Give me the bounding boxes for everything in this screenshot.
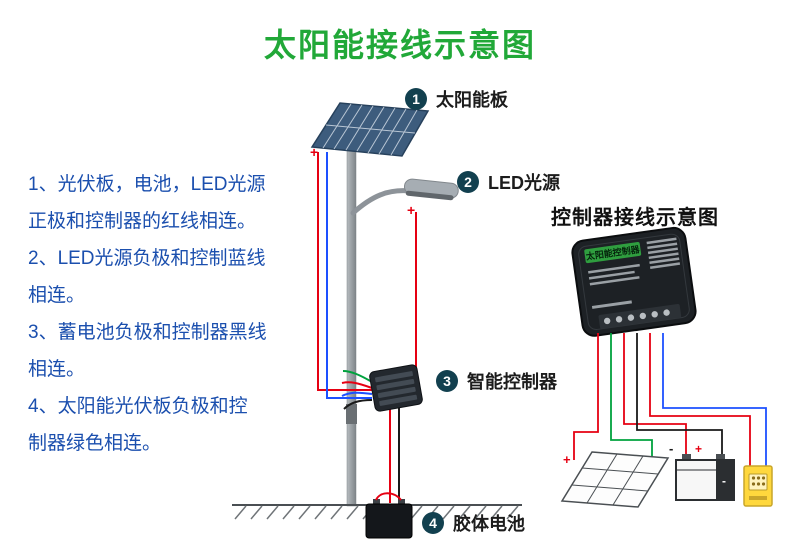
device-label-plate: [584, 241, 642, 264]
wire-black-to-battery: [636, 333, 723, 456]
instruction-line-4: 4、太阳能光伏板负极和控: [28, 396, 248, 417]
instruction-line-1b: 正极和控制器的红线相连。: [28, 211, 257, 232]
wire-blue-panel-to-controller: [326, 152, 372, 399]
solar-panel-grid: [322, 103, 418, 156]
led-lamp: [350, 178, 459, 216]
wire-red-lamp-to-controller: [407, 212, 417, 377]
controller-output-wires: [573, 333, 767, 466]
controller-wiring-diagram: 太阳能控制器: [560, 226, 773, 508]
callout-4-label: 胶体电池: [453, 514, 525, 534]
controller-wire-bundle: [341, 370, 373, 410]
panel-icon-plus: +: [563, 452, 571, 467]
lamp-pole: [346, 145, 357, 507]
plus-mark-lamp: +: [407, 202, 415, 218]
battery-icon: + -: [675, 442, 735, 501]
wire-red-panel-to-controller: [317, 152, 372, 391]
panel-icon-minus: -: [669, 441, 673, 456]
wire-red-to-battery: [623, 333, 687, 456]
plus-mark-panel: +: [310, 144, 318, 160]
pole-access-door: [346, 404, 357, 424]
callout-3-badge: 3: [436, 370, 458, 392]
wire-green-to-panel: [610, 333, 653, 458]
terminal-screws: [603, 309, 670, 325]
instruction-line-3b: 相连。: [28, 359, 86, 380]
smart-controller-box: [369, 364, 423, 412]
controller-device: 太阳能控制器: [571, 226, 697, 337]
callout-solar-panel: 1 太阳能板: [405, 86, 508, 112]
panel-icon-grid: [571, 453, 659, 506]
callout-gel-battery: 4 胶体电池: [422, 510, 525, 536]
instructions-text: 1、光伏板，电池，LED光源 正极和控制器的红线相连。 2、LED光源负极和控制…: [28, 166, 318, 462]
callout-2-label: LED光源: [488, 173, 560, 193]
device-spec-text-lines: [588, 237, 681, 309]
battery-icon-plus: +: [695, 442, 702, 456]
callout-smart-controller: 3 智能控制器: [436, 368, 557, 394]
controller-diagram-title: 控制器接线示意图: [551, 207, 719, 229]
callout-4-badge: 4: [422, 512, 444, 534]
wire-blue-to-led: [662, 333, 767, 466]
instruction-line-4b: 制器绿色相连。: [28, 433, 162, 454]
street-light: + +: [232, 102, 522, 539]
gel-battery: [365, 492, 413, 539]
wire-red-to-led: [649, 333, 751, 466]
solar-panel: [310, 102, 430, 157]
panel-icon: + -: [560, 441, 673, 508]
instruction-line-2b: 相连。: [28, 285, 86, 306]
callout-led-light: 2 LED光源: [457, 169, 560, 195]
instruction-line-3: 3、蓄电池负极和控制器黑线: [28, 322, 267, 343]
instruction-line-2: 2、LED光源负极和控制蓝线: [28, 248, 266, 269]
instruction-line-1: 1、光伏板，电池，LED光源: [28, 174, 266, 195]
callout-1-badge: 1: [405, 88, 427, 110]
callout-3-label: 智能控制器: [467, 372, 557, 392]
battery-icon-minus: -: [722, 474, 726, 488]
led-icon: [743, 465, 773, 507]
callout-2-badge: 2: [457, 171, 479, 193]
page-title: 太阳能接线示意图: [263, 27, 536, 63]
led-chip-dots: [751, 476, 766, 486]
callout-1-label: 太阳能板: [436, 90, 508, 110]
wire-red-to-panel: [573, 333, 599, 460]
